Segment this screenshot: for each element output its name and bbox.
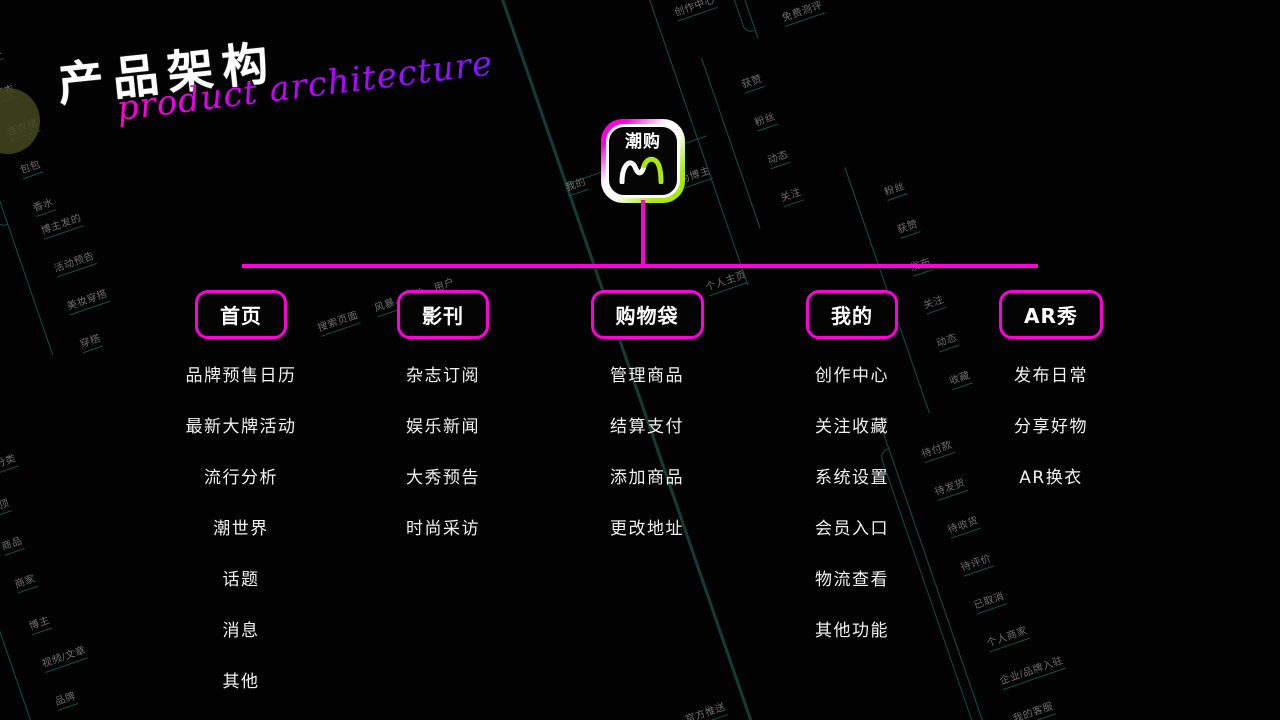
sub-item[interactable]: 杂志订阅 xyxy=(406,366,480,386)
category-column-mine: 我的 创作中心关注收藏系统设置会员入口物流查看其他功能 xyxy=(757,290,947,667)
mindmap-node-label: 品牌 xyxy=(52,686,79,711)
mindmap-node-label: 动态 xyxy=(765,145,791,170)
sub-item-list-magazine: 杂志订阅娱乐新闻大秀预告时尚采访 xyxy=(348,361,538,539)
category-pill-magazine[interactable]: 影刊 xyxy=(397,290,489,339)
mindmap-node-label: 待收货 xyxy=(945,511,981,539)
mindmap-node-label: 包包 xyxy=(17,155,44,180)
app-logo[interactable]: 潮购 xyxy=(601,119,685,203)
mindmap-node-label: 粉丝 xyxy=(752,107,778,132)
sub-item[interactable]: 添加商品 xyxy=(610,468,684,488)
sub-item-list-mine: 创作中心关注收藏系统设置会员入口物流查看其他功能 xyxy=(757,361,947,641)
sub-item[interactable]: 分享好物 xyxy=(1014,417,1088,437)
mindmap-node-label: 上衣 xyxy=(0,41,5,66)
mindmap-node-label: 待评价 xyxy=(958,549,994,577)
mindmap-node-label: 已取消 xyxy=(971,587,1007,615)
sub-item[interactable]: 会员入口 xyxy=(815,519,889,539)
sub-item[interactable]: 管理商品 xyxy=(610,366,684,386)
sub-item[interactable]: AR换衣 xyxy=(1019,468,1083,488)
category-pill-mine[interactable]: 我的 xyxy=(806,290,898,339)
category-pill-home[interactable]: 首页 xyxy=(195,290,287,339)
sub-item[interactable]: 娱乐新闻 xyxy=(406,417,480,437)
mindmap-node-label: 企业/品牌入驻 xyxy=(997,651,1066,691)
mindmap-node-label: 官方推送 xyxy=(682,697,729,720)
category-column-ar-show: AR秀 发布日常分享好物 AR换衣 xyxy=(956,290,1146,514)
sub-item[interactable]: 大秀预告 xyxy=(406,468,480,488)
category-column-magazine: 影刊 杂志订阅娱乐新闻大秀预告时尚采访 xyxy=(348,290,538,565)
mindmap-node-label: 免费测评 xyxy=(779,0,826,27)
mindmap-node-label: 视频/文章 xyxy=(39,641,89,673)
sub-item[interactable]: 系统设置 xyxy=(815,468,889,488)
mindmap-node-label: 关注 xyxy=(778,183,804,208)
mindmap-node-label: 博主 xyxy=(26,611,53,636)
sub-item[interactable]: 品牌预售日历 xyxy=(185,366,297,386)
mindmap-node-label: 美妆穿搭 xyxy=(64,284,111,316)
mindmap-node-label: 置顶 xyxy=(0,494,12,518)
horizontal-connector-bar xyxy=(242,264,1038,268)
sub-item-list-ar-show: 发布日常分享好物 AR换衣 xyxy=(956,361,1146,488)
sub-item[interactable]: 更改地址 xyxy=(610,519,684,539)
sub-item[interactable]: 物流查看 xyxy=(815,570,889,590)
sub-item-list-home: 品牌预售日历最新大牌活动流行分析潮世界话题消息其他 xyxy=(146,361,336,692)
category-pill-ar-show[interactable]: AR秀 xyxy=(999,290,1103,339)
category-column-home: 首页 品牌预售日历最新大牌活动流行分析潮世界话题消息其他 xyxy=(146,290,336,718)
sub-item[interactable]: 其他 xyxy=(222,672,260,692)
mindmap-node-label: 活动预告 xyxy=(51,246,98,278)
category-column-shopping-bag: 购物袋 管理商品结算支付添加商品更改地址 xyxy=(552,290,742,565)
category-pill-shopping-bag[interactable]: 购物袋 xyxy=(590,290,704,339)
mindmap-node-label: 商品 xyxy=(0,531,25,556)
sub-item-list-shopping-bag: 管理商品结算支付添加商品更改地址 xyxy=(552,361,742,539)
logo-inner-card: 潮购 xyxy=(606,124,680,198)
mindmap-node-label: 国家分类 xyxy=(0,449,19,481)
sub-item[interactable]: 时尚采访 xyxy=(406,519,480,539)
mindmap-node-label: 我的客服 xyxy=(1010,697,1056,720)
logo-connector-stem xyxy=(641,200,645,266)
mindmap-node-label: 穿搭 xyxy=(77,329,104,354)
mindmap-node-label: 粉丝 xyxy=(881,177,908,202)
logo-label: 潮购 xyxy=(625,132,661,152)
sub-item[interactable]: 关注收藏 xyxy=(815,417,889,437)
sub-item[interactable]: 其他功能 xyxy=(815,621,889,641)
mindmap-node-label: 创作中心 xyxy=(671,0,718,22)
sub-item[interactable]: 流行分析 xyxy=(204,468,278,488)
mindmap-node-label: 商家 xyxy=(12,569,38,594)
sub-item[interactable]: 消息 xyxy=(222,621,260,641)
sub-item[interactable]: 结算支付 xyxy=(610,417,684,437)
mindmap-node-label: 获赞 xyxy=(739,69,765,94)
mindmap-node-label: 个人商家 xyxy=(984,621,1030,653)
sub-item[interactable]: 创作中心 xyxy=(815,366,889,386)
sub-item[interactable]: 潮世界 xyxy=(213,519,269,539)
mindmap-node-label: 获赞 xyxy=(894,215,921,239)
m-wave-logo-icon xyxy=(619,156,664,184)
mindmap-node-label: 香水 xyxy=(30,193,57,218)
sub-item[interactable]: 话题 xyxy=(222,570,260,590)
sub-item[interactable]: 发布日常 xyxy=(1014,366,1088,386)
sub-item[interactable]: 最新大牌活动 xyxy=(185,417,297,437)
